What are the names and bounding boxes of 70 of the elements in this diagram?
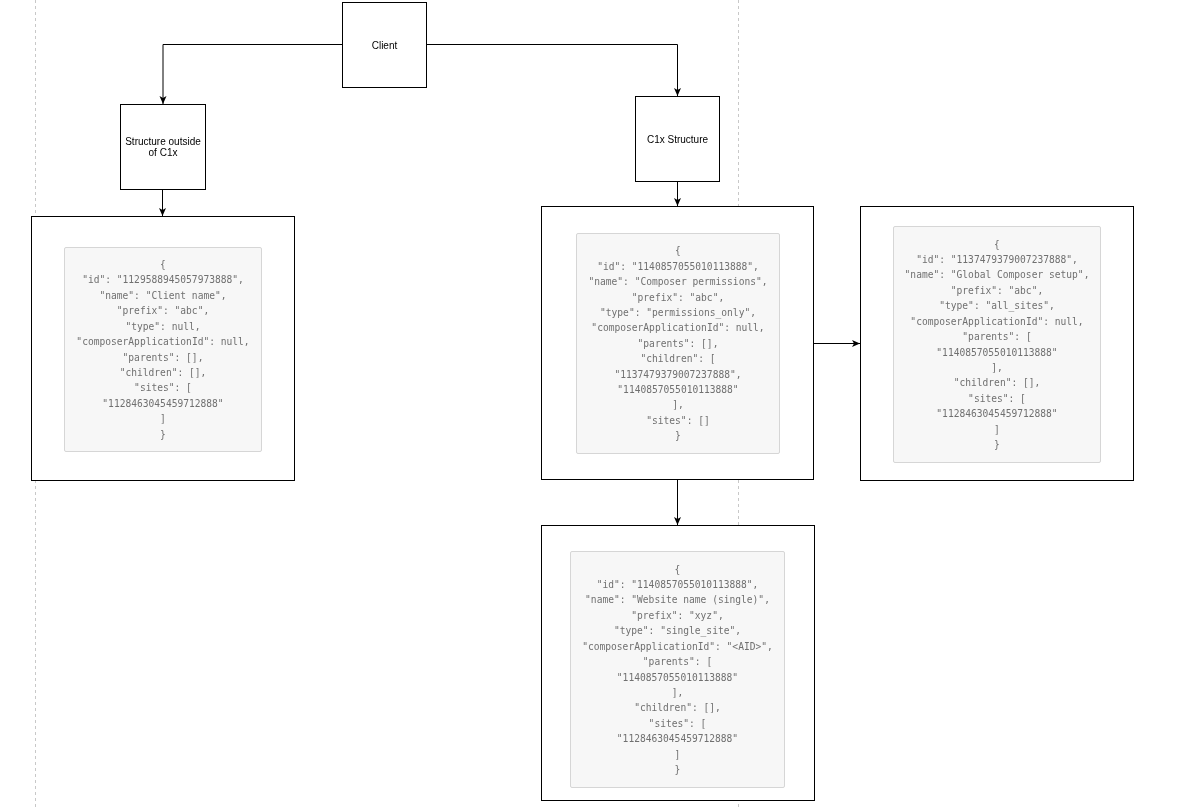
code-line: "id": "1137479379007237888", <box>916 253 1078 268</box>
code-line: "prefix": "xyz", <box>631 608 724 623</box>
code-line: } <box>160 427 166 442</box>
arrow <box>159 44 343 105</box>
code-block <box>64 247 262 452</box>
code-line: "name": "Client name", <box>99 288 227 303</box>
code-line: "type": null, <box>125 319 201 334</box>
code-line: { <box>675 244 681 259</box>
code-line: "composerApplicationId": null, <box>76 335 250 350</box>
container-box <box>31 216 295 481</box>
code-line: "1128463045459712888" <box>936 407 1058 422</box>
code-line: ] <box>674 747 681 762</box>
code-line: "parents": [], <box>122 350 204 365</box>
code-line: "1140857055010113888" <box>616 670 739 685</box>
container-box <box>541 206 814 480</box>
code-line: { <box>160 258 166 273</box>
code-line: "1128463045459712888" <box>102 396 224 411</box>
process-box: Structure outside of C1x <box>120 104 206 190</box>
code-block <box>576 233 780 454</box>
code-line: "sites": [] <box>646 413 710 428</box>
code-block <box>893 226 1101 463</box>
code-line: "1128463045459712888" <box>616 732 739 747</box>
code-line: ], <box>672 398 684 413</box>
code-line: ] <box>160 412 166 427</box>
process-box: C1x Structure <box>635 96 720 182</box>
code-line: "parents": [], <box>637 336 719 351</box>
code-line: "children": [], <box>953 376 1041 391</box>
arrow <box>674 479 681 526</box>
code-line: "composerApplicationId": null, <box>910 314 1084 329</box>
process-box: Client <box>342 2 427 88</box>
code-line: "name": "Composer permissions", <box>588 275 768 290</box>
code-line: ] <box>994 422 1000 437</box>
code-line: { <box>994 237 1000 252</box>
code-line: ], <box>991 360 1003 375</box>
code-line: "id": "1129588945057973888", <box>82 273 244 288</box>
code-line: "prefix": "abc", <box>950 283 1044 298</box>
code-line: "id": "1140857055010113888", <box>596 578 759 593</box>
arrow <box>426 44 681 97</box>
container-box <box>860 206 1134 481</box>
code-line: ], <box>671 685 684 700</box>
code-line: "name": "Website name (single)", <box>585 593 770 608</box>
code-line: "type": "single_site", <box>613 624 742 639</box>
code-line: "prefix": "abc", <box>116 304 210 319</box>
code-line: "name": "Global Composer setup", <box>904 268 1090 283</box>
code-line: "1140857055010113888" <box>617 383 739 397</box>
code-line: "sites": [ <box>968 391 1026 406</box>
code-line: "parents": [ <box>962 330 1032 345</box>
code-line: "sites": [ <box>134 381 192 396</box>
code-line: "children": [ <box>640 352 716 367</box>
code-line: } <box>675 429 681 444</box>
code-line: "children": [], <box>634 701 721 716</box>
code-block <box>570 551 785 788</box>
code-line: "sites": [ <box>648 716 707 731</box>
code-line: { <box>674 562 681 577</box>
code-line: "parents": [ <box>642 655 713 670</box>
code-line: "type": "permissions_only", <box>600 306 756 321</box>
code-line: "prefix": "abc", <box>631 290 725 305</box>
code-line: "1137479379007237888", <box>614 367 742 382</box>
code-line: "id": "1140857055010113888", <box>597 259 759 274</box>
code-line: } <box>674 762 681 777</box>
code-line: "composerApplicationId": "<AID>", <box>582 639 773 654</box>
container-box <box>541 525 815 801</box>
code-line: "composerApplicationId": null, <box>591 321 765 336</box>
arrow <box>674 181 681 207</box>
code-line: "children": [], <box>119 365 207 380</box>
code-line: "type": "all_sites", <box>939 299 1055 314</box>
arrow <box>813 340 861 347</box>
arrow <box>159 189 166 217</box>
code-line: } <box>994 437 1000 452</box>
code-line: "1140857055010113888" <box>936 345 1058 360</box>
